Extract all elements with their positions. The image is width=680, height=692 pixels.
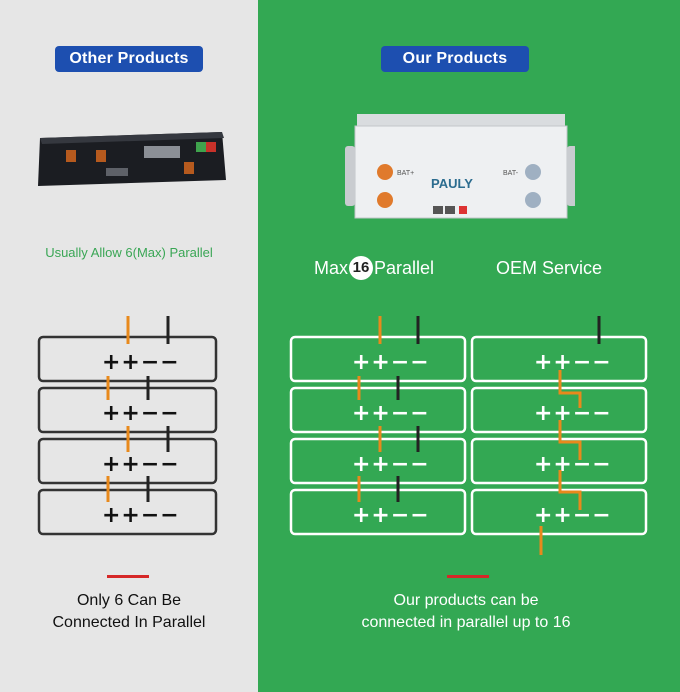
our-parallel-module-3: [289, 437, 467, 485]
other-terminals-4: ++−−: [102, 503, 180, 528]
right-red-accent: [447, 575, 489, 578]
other-module-4: [37, 488, 218, 536]
our-parallel-terminals-3: ++−−: [352, 452, 430, 477]
bat-pos-label: BAT+: [397, 170, 414, 177]
left-red-accent: [107, 575, 149, 578]
our-product-image: BAT+ BAT- PAULY: [345, 114, 575, 219]
our-parallel-terminals-2: ++−−: [352, 401, 430, 426]
other-bottom-line1: Only 6 Can Be: [76, 592, 182, 609]
our-bottom-text: Our products can be connected in paralle…: [300, 590, 632, 634]
other-product-image: [38, 132, 226, 186]
other-terminals-3: ++−−: [102, 452, 180, 477]
other-terminals-2: ++−−: [102, 401, 180, 426]
max-prefix: Max: [314, 258, 349, 278]
max-number-badge: 16: [349, 255, 374, 280]
our-parallel-module-4: [289, 488, 467, 536]
our-bottom-line1: Our products can be: [393, 592, 539, 609]
other-caption: Usually Allow 6(Max) Parallel: [45, 245, 213, 260]
our-parallel-module-2: [289, 386, 467, 434]
our-oem-terminals-2: ++−−: [534, 401, 612, 426]
our-oem-terminals-4: ++−−: [534, 503, 612, 528]
our-oem-terminals-3: ++−−: [534, 452, 612, 477]
other-bottom-line2: Connected In Parallel: [52, 614, 206, 631]
our-parallel-terminals-4: ++−−: [352, 503, 430, 528]
other-products-heading: Other Products: [55, 46, 203, 72]
oem-chain-3: [558, 470, 582, 510]
other-terminals-1: ++−−: [102, 350, 180, 375]
max-suffix: Parallel: [374, 258, 435, 278]
our-bottom-line2: connected in parallel up to 16: [361, 614, 571, 631]
oem-chain-1: [558, 370, 582, 408]
our-parallel-terminals-1: ++−−: [352, 350, 430, 375]
other-bottom-text: Only 6 Can Be Connected In Parallel: [0, 590, 258, 634]
bat-neg-label: BAT-: [503, 170, 519, 177]
our-oem-terminals-1: ++−−: [534, 350, 612, 375]
our-products-heading: Our Products: [381, 46, 529, 72]
our-parallel-module-1: [289, 335, 467, 383]
oem-service-feature: OEM Service: [496, 258, 603, 278]
pauly-brand: PAULY: [431, 176, 473, 191]
oem-chain-2: [558, 420, 582, 460]
